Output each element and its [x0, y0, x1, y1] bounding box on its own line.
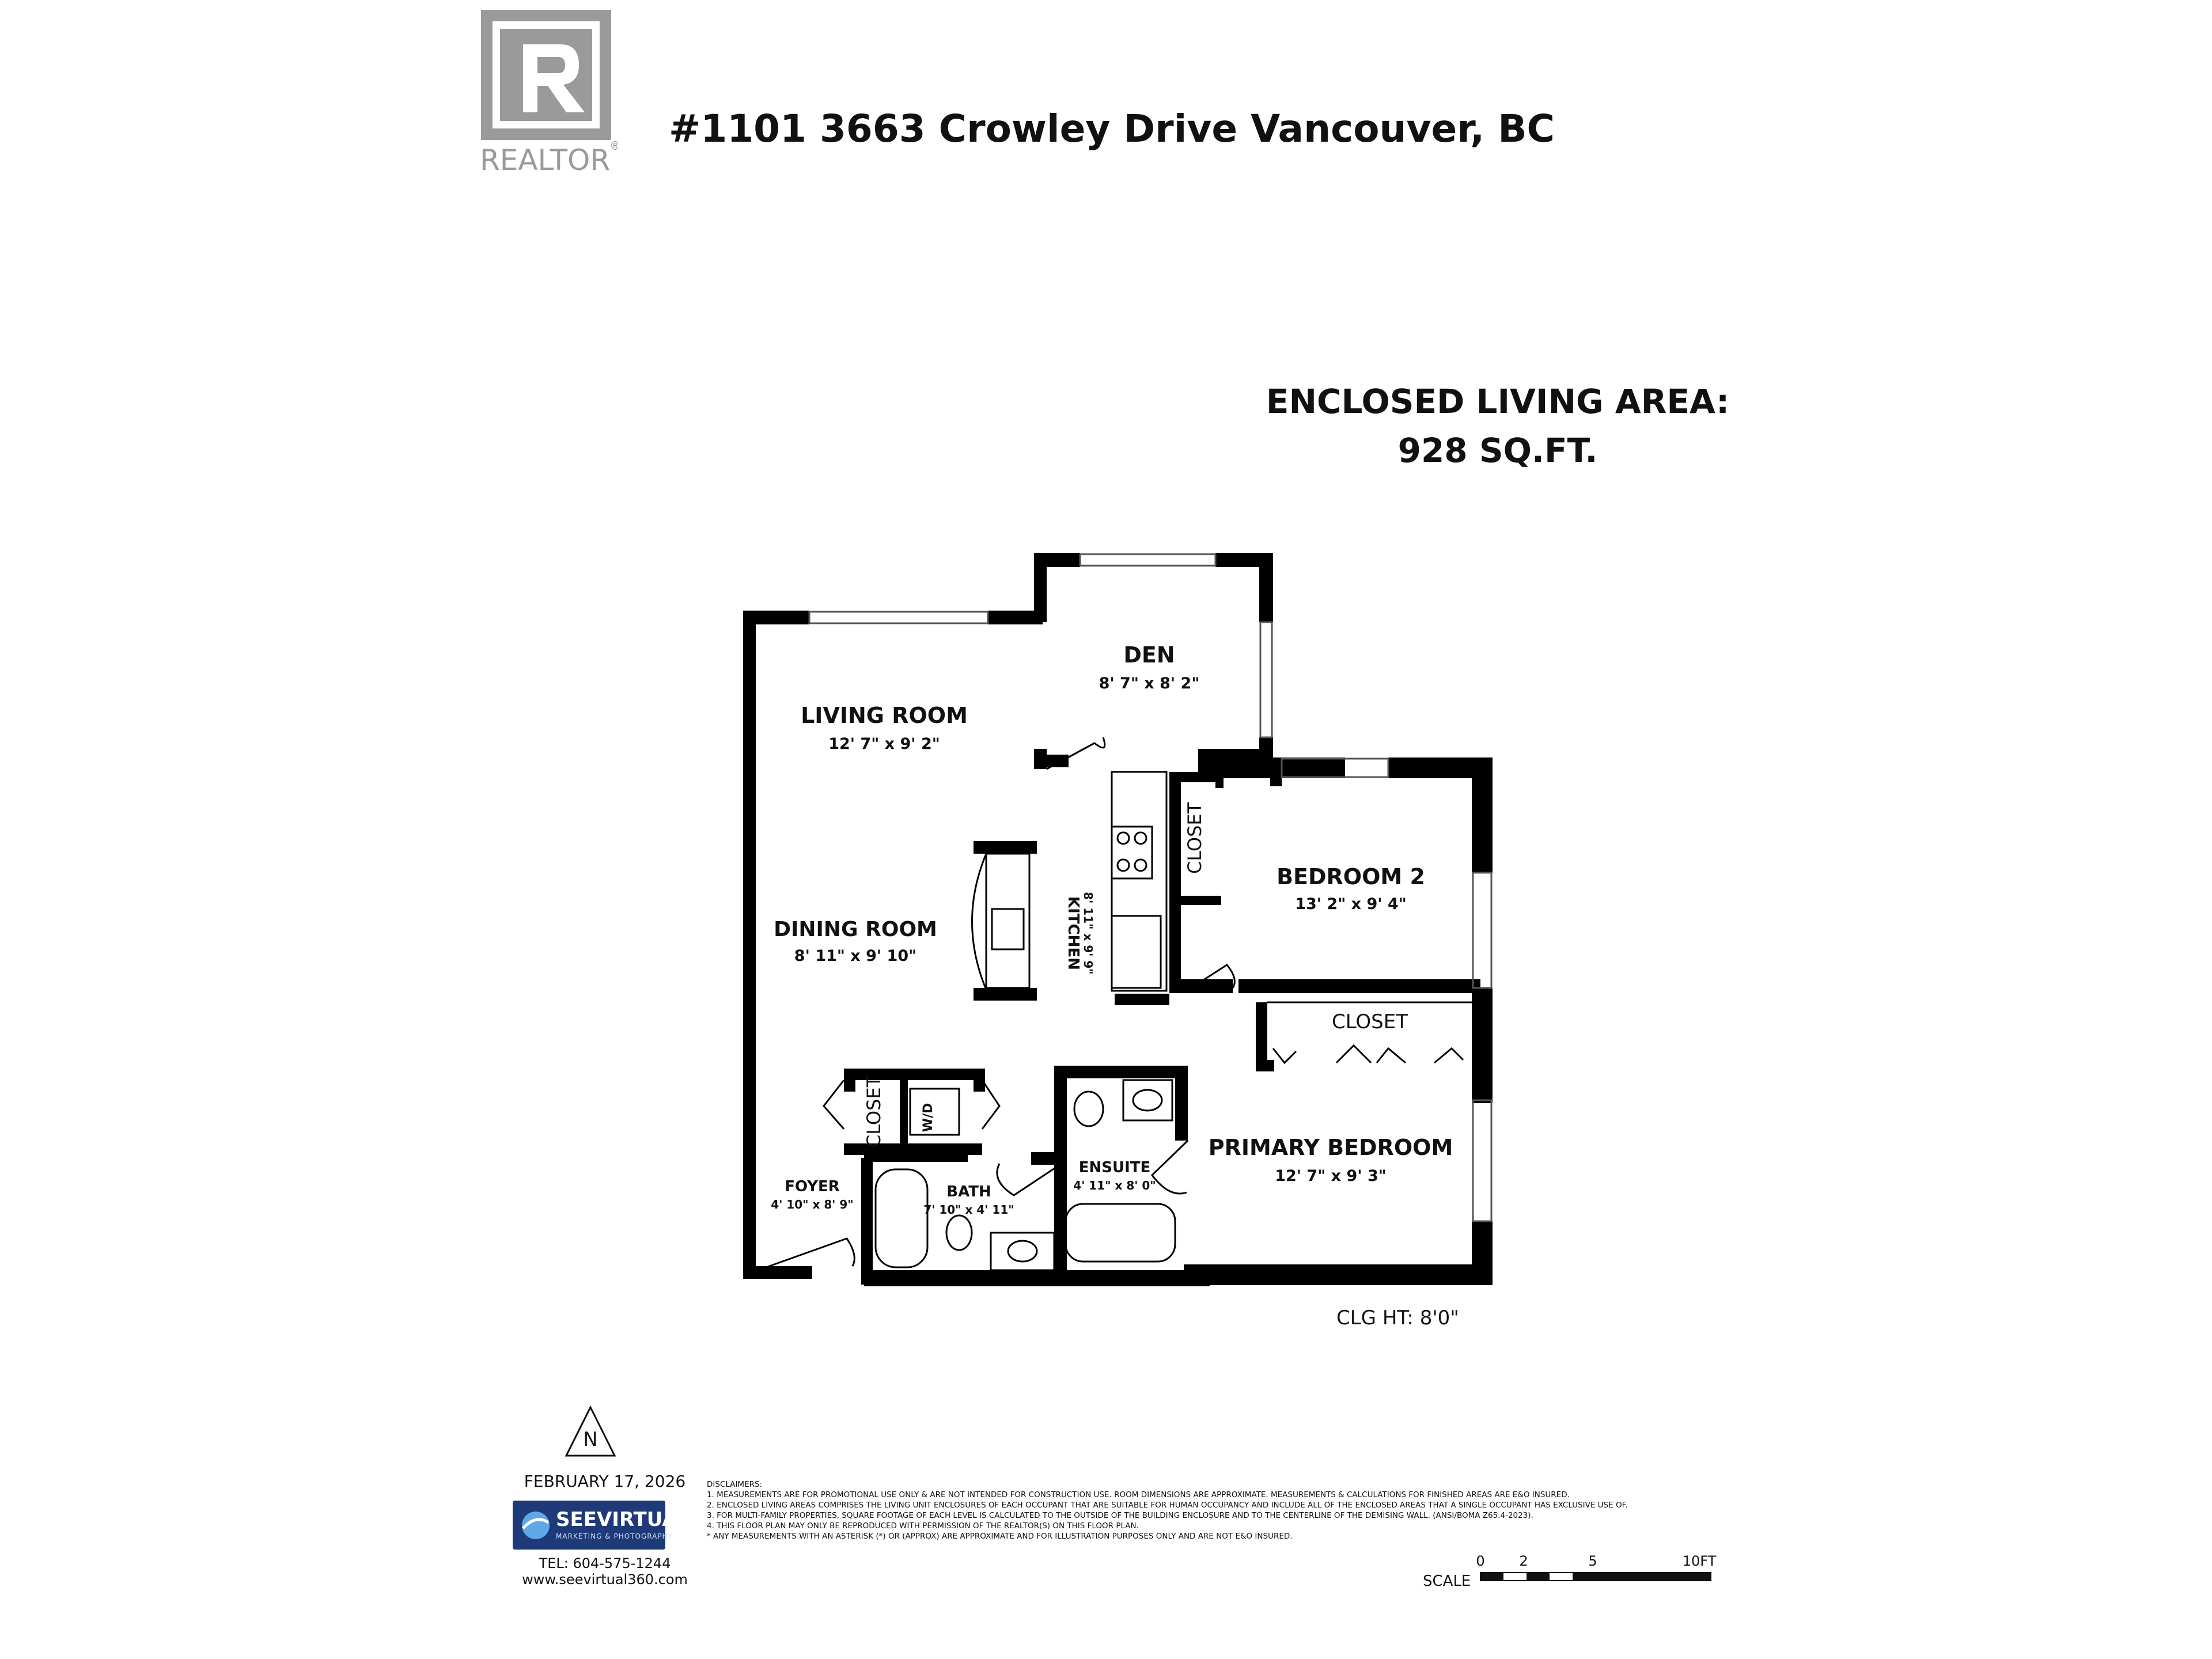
disclaimer-line: 3. FOR MULTI-FAMILY PROPERTIES, SQUARE F…	[707, 1511, 1533, 1520]
disclaimer-line: 2. ENCLOSED LIVING AREAS COMPRISES THE L…	[707, 1501, 1628, 1510]
burner	[1134, 831, 1147, 845]
closet-foyer-label: CLOSET	[863, 1075, 885, 1147]
burner	[1116, 858, 1130, 872]
kitchen-label: KITCHEN	[1065, 896, 1082, 970]
den-label: DEN	[1123, 642, 1175, 668]
primary-bedroom-label: PRIMARY BEDROOM	[1209, 1135, 1453, 1160]
window-bedroom2-side	[1472, 872, 1493, 989]
property-address: #1101 3663 Crowley Drive Vancouver, BC	[669, 107, 1555, 151]
company-website: www.seevirtual360.com	[522, 1571, 688, 1588]
globe-icon	[522, 1512, 550, 1539]
washer-dryer	[909, 1088, 960, 1136]
bath-dims: 7' 10" x 4' 11"	[923, 1203, 1014, 1217]
bathtub	[874, 1168, 929, 1268]
door-closet-2	[1335, 1044, 1372, 1064]
disclaimer-line: 1. MEASUREMENTS ARE FOR PROMOTIONAL USE …	[707, 1490, 1570, 1499]
door-den	[1046, 737, 1106, 770]
dining-room-dims: 8' 11" x 9' 10"	[794, 947, 916, 965]
company-name: SEEVIRTUAL	[556, 1508, 690, 1531]
den-dims: 8' 7" x 8' 2"	[1099, 675, 1200, 692]
disclaimers: DISCLAIMERS: 1. MEASUREMENTS ARE FOR PRO…	[707, 1479, 1732, 1541]
bath-label: BATH	[946, 1183, 991, 1200]
window-living	[808, 611, 989, 624]
bedroom2-dims: 13' 2" x 9' 4"	[1295, 895, 1407, 913]
door-entry	[766, 1237, 855, 1268]
disclaimer-line: * ANY MEASUREMENTS WITH AN ASTERISK (*) …	[707, 1532, 1293, 1541]
svg-text:N: N	[583, 1428, 597, 1451]
living-area-value: 928 SQ.FT.	[1397, 431, 1598, 470]
window-den-side	[1259, 621, 1273, 738]
disclaimer-line: 4. THIS FLOOR PLAN MAY ONLY BE REPRODUCE…	[707, 1521, 1139, 1531]
scale-tick-2: 2	[1519, 1554, 1528, 1569]
plan-date: FEBRUARY 17, 2026	[524, 1472, 686, 1491]
seevirtual-logo	[513, 1501, 665, 1550]
living-area-label: ENCLOSED LIVING AREA:	[1266, 382, 1730, 421]
scale-tick-5: 5	[1588, 1554, 1597, 1569]
fixtures	[874, 771, 1472, 1271]
living-room-dims: 12' 7" x 9' 2"	[828, 735, 940, 753]
living-area: ENCLOSED LIVING AREA: 928 SQ.FT.	[1238, 377, 1757, 475]
stove	[1111, 825, 1153, 880]
sink-ensuite	[1132, 1089, 1163, 1112]
realtor-logo: REALTOR ®	[480, 10, 618, 176]
island-curve	[971, 849, 989, 994]
door-wd	[981, 1080, 1001, 1130]
ceiling-height: CLG HT: 8'0"	[1336, 1306, 1459, 1330]
window-primary	[1472, 1099, 1493, 1222]
walls	[743, 553, 1493, 1286]
vanity-bath	[990, 1232, 1055, 1271]
door-foyer-closet	[823, 1080, 845, 1130]
island-counter	[985, 853, 1031, 989]
bedroom2-label: BEDROOM 2	[1277, 864, 1425, 889]
window-den-top	[1079, 553, 1217, 567]
closet-primary-label: CLOSET	[1332, 1010, 1408, 1033]
toilet-bath	[945, 1214, 973, 1251]
door-closet-1	[1272, 1048, 1297, 1065]
closet-bedroom2-label: CLOSET	[1184, 802, 1206, 874]
window-bedroom2-top	[1281, 757, 1389, 778]
foyer-dims: 4' 10" x 8' 9"	[771, 1198, 853, 1211]
kitchen-dims: 8' 11" x 9' 9"	[1081, 892, 1095, 974]
fridge	[1111, 915, 1162, 989]
bathtub-ensuite	[1065, 1203, 1176, 1263]
ensuite-label: ENSUITE	[1079, 1159, 1151, 1176]
foyer-label: FOYER	[785, 1178, 840, 1195]
scale-bar: 0 2 5 10FT SCALE	[1423, 1554, 1717, 1590]
scale-label: SCALE	[1423, 1573, 1471, 1590]
burner	[1116, 831, 1130, 845]
kitchen-counter	[1111, 771, 1168, 992]
living-room-label: LIVING ROOM	[801, 703, 968, 728]
doors	[766, 737, 1464, 1268]
door-primary-ensuite	[1151, 1139, 1189, 1195]
door-closet-4	[1434, 1047, 1464, 1064]
scale-tick-10: 10FT	[1683, 1554, 1717, 1569]
door-closet-3	[1376, 1047, 1406, 1064]
toilet-ensuite	[1073, 1090, 1104, 1127]
scale-tick-0: 0	[1476, 1554, 1484, 1569]
svg-text:REALTOR: REALTOR	[480, 143, 610, 176]
kitchen-sink	[991, 908, 1025, 950]
disclaimer-line: DISCLAIMERS:	[707, 1480, 763, 1489]
door-bath	[996, 1163, 1060, 1196]
burner	[1134, 858, 1147, 872]
svg-text:®: ®	[609, 139, 618, 153]
wd-label: W/D	[921, 1103, 935, 1132]
ensuite-dims: 4' 11" x 8' 0"	[1073, 1179, 1156, 1192]
primary-bedroom-dims: 12' 7" x 9' 3"	[1275, 1167, 1387, 1185]
north-arrow-icon: N	[565, 1405, 616, 1457]
dining-room-label: DINING ROOM	[774, 918, 937, 941]
door-bedroom2	[1186, 964, 1236, 992]
company-phone: TEL: 604-575-1244	[539, 1555, 671, 1571]
sink-bath	[1007, 1240, 1038, 1263]
vanity-ensuite	[1122, 1079, 1173, 1122]
room-labels: DEN 8' 7" x 8' 2" LIVING ROOM 12' 7" x 9…	[771, 642, 1453, 1217]
windows	[808, 553, 1493, 1222]
company-tagline: MARKETING & PHOTOGRAPHY	[556, 1532, 673, 1540]
